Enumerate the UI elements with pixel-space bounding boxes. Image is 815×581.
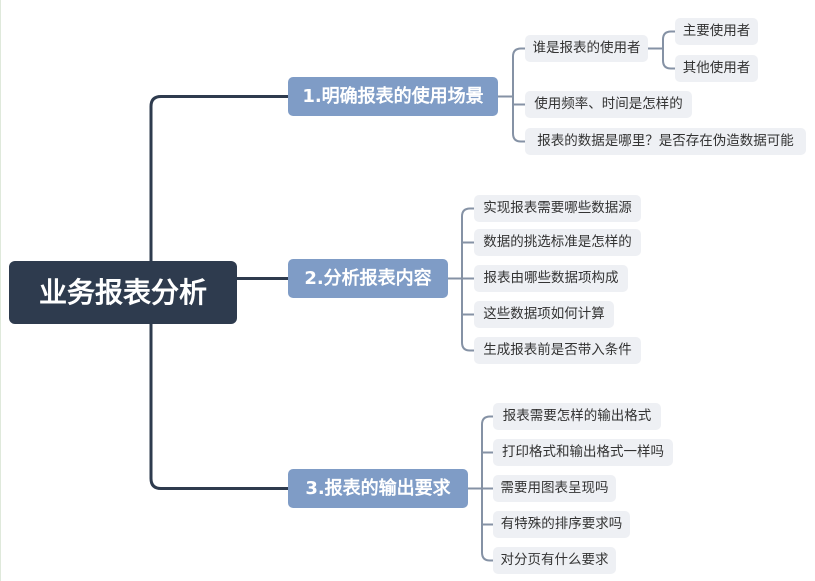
connector-report-users-other [662, 47, 677, 70]
root-topic: 业务报表分析 [9, 261, 237, 324]
connector-branch-2-topic-1 [461, 207, 476, 280]
subtopic-primary-users: 主要使用者 [675, 18, 758, 45]
connector-branch-2-topic-5 [461, 277, 476, 352]
subtopic-output-format: 报表需要怎样的输出格式 [493, 403, 661, 430]
connector-branch-1-topic-3 [512, 95, 527, 143]
connector-report-users-primary [662, 30, 677, 50]
branch-2-topic: 2.分析报表内容 [288, 259, 448, 298]
branch-3-topic: 3.报表的输出要求 [288, 469, 468, 508]
subtopic-usage-frequency: 使用频率、时间是怎样的 [525, 91, 692, 118]
subtopic-required-data-sources: 实现报表需要哪些数据源 [474, 195, 641, 222]
subtopic-data-item-calculation: 这些数据项如何计算 [474, 301, 614, 328]
subtopic-other-users: 其他使用者 [675, 55, 758, 82]
connector-root-branch-1 [149, 95, 291, 264]
connector-branch-3-topic-5 [481, 487, 495, 562]
subtopic-data-authenticity: 报表的数据是哪里？是否存在伪造数据可能 [525, 128, 806, 155]
subtopic-report-users: 谁是报表的使用者 [525, 35, 648, 62]
connector-branch-3-topic-1 [481, 415, 495, 490]
subtopic-data-items: 报表由哪些数据项构成 [474, 265, 628, 292]
subtopic-chart-presentation: 需要用图表呈现吗 [493, 475, 616, 502]
subtopic-sorting-requirements: 有特殊的排序要求吗 [493, 511, 630, 538]
subtopic-pagination-requirements: 对分页有什么要求 [493, 547, 616, 574]
connector-branch-1-topic-1 [512, 47, 527, 98]
connector-root-branch-3 [149, 321, 291, 490]
subtopic-data-selection-criteria: 数据的挑选标准是怎样的 [474, 229, 641, 256]
branch-1-topic: 1.明确报表的使用场景 [288, 77, 498, 116]
subtopic-print-vs-output-format: 打印格式和输出格式一样吗 [493, 439, 673, 466]
subtopic-pre-generation-conditions: 生成报表前是否带入条件 [474, 337, 641, 364]
